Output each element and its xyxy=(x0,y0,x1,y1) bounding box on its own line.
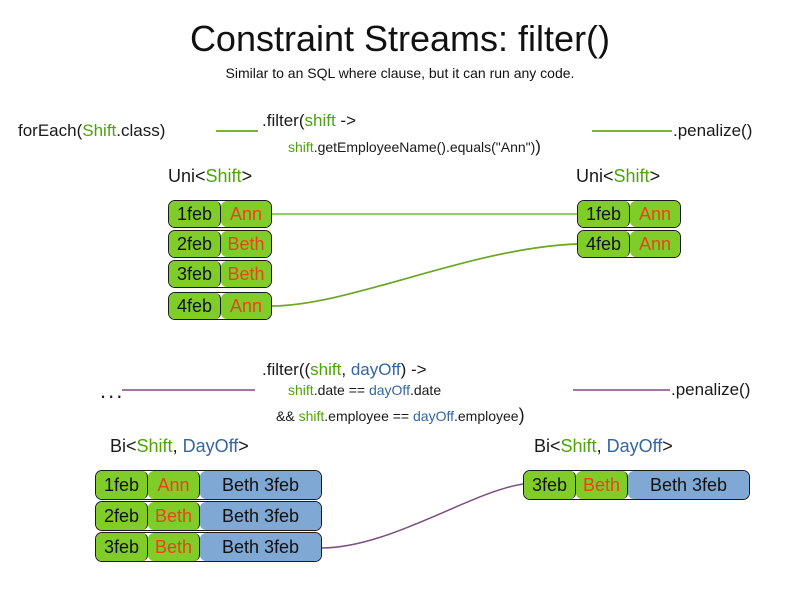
uni-input-stream-type: Uni<Shift> xyxy=(168,166,252,187)
uni-connector-4feb xyxy=(270,243,578,307)
uni-output-type-prefix: Uni< xyxy=(576,166,614,186)
bi-filter-l2-shift: shift xyxy=(288,382,314,398)
bi-filter-close-paren: ) xyxy=(518,405,525,425)
bi-input-stream-type: Bi<Shift, DayOff> xyxy=(110,436,249,457)
bi-output-type-generic1: Shift xyxy=(560,436,597,456)
dayoff-cell: Beth 3feb xyxy=(200,502,321,530)
shift-date-cell: 4feb xyxy=(169,293,221,319)
bi-filter-param-sep: , xyxy=(341,360,351,379)
table-row[interactable]: 2feb Beth xyxy=(168,230,272,258)
foreach-type: Shift xyxy=(82,121,117,140)
bi-filter-l3-dayoff: dayOff xyxy=(413,408,454,424)
page-subtitle: Similar to an SQL where clause, but it c… xyxy=(225,65,575,81)
page-title: Constraint Streams: filter() xyxy=(189,18,611,59)
dayoff-cell: Beth 3feb xyxy=(200,533,321,561)
uni-input-type-suffix: > xyxy=(241,166,253,186)
bi-output-type-prefix: Bi< xyxy=(534,436,561,456)
bi-filter-arrow: ) -> xyxy=(400,360,427,379)
bi-filter-code-line1: .filter((shift, dayOff) -> xyxy=(262,359,427,380)
shift-name-cell: Beth xyxy=(221,231,271,257)
uni-output-type-suffix: > xyxy=(649,166,661,186)
table-row[interactable]: 1feb Ann xyxy=(168,200,272,228)
shift-date-cell: 1feb xyxy=(169,201,221,227)
bi-output-type-suffix: > xyxy=(662,436,673,456)
bi-filter-code-line3: && shift.employee == dayOff.employee) xyxy=(276,404,525,427)
bi-output-type-sep: , xyxy=(596,436,607,456)
uni-output-type-generic: Shift xyxy=(613,166,650,186)
bi-connector-3feb xyxy=(320,483,524,549)
table-row[interactable]: 3feb Beth xyxy=(168,260,272,288)
uni-filter-body-rest: .getEmployeeName().equals("Ann") xyxy=(313,139,536,155)
uni-filter-code-line2: shift.getEmployeeName().equals("Ann")) xyxy=(288,136,541,157)
bi-output-type-generic2: DayOff xyxy=(606,436,663,456)
bi-output-stream-type: Bi<Shift, DayOff> xyxy=(534,436,673,457)
bi-filter-param-dayoff: dayOff xyxy=(350,360,401,379)
bi-penalize-label: .penalize() xyxy=(671,380,751,399)
uni-penalize-label: .penalize() xyxy=(673,121,753,140)
bi-filter-param-shift: shift xyxy=(310,360,342,379)
shift-date-cell: 2feb xyxy=(96,502,148,530)
table-row[interactable]: 4feb Ann xyxy=(577,230,681,258)
shift-name-cell: Ann xyxy=(148,471,200,499)
shift-name-cell: Beth xyxy=(148,533,200,561)
shift-date-cell: 1feb xyxy=(96,471,148,499)
shift-name-cell: Ann xyxy=(221,201,271,227)
uni-filter-param: shift xyxy=(304,111,336,130)
shift-name-cell: Ann xyxy=(221,293,271,319)
shift-name-cell: Ann xyxy=(630,201,680,227)
bi-filter-l2-dayoff: dayOff xyxy=(368,382,410,398)
bi-filter-code-line2: shift.date == dayOff.date xyxy=(288,382,441,400)
shift-date-cell: 3feb xyxy=(169,261,221,287)
bi-filter-l2-text2: .date xyxy=(409,382,442,398)
table-row[interactable]: 2feb Beth Beth 3feb xyxy=(95,501,322,531)
table-row[interactable]: 4feb Ann xyxy=(168,292,272,320)
table-row[interactable]: 3feb Beth Beth 3feb xyxy=(523,470,750,500)
bi-filter-l3-text2: .employee xyxy=(454,408,519,424)
bi-filter-l3-text1: .employee == xyxy=(324,408,413,424)
bi-input-type-generic1: Shift xyxy=(136,436,173,456)
shift-name-cell: Beth xyxy=(221,261,271,287)
uni-filter-code-line1: .filter(shift -> xyxy=(262,110,356,131)
foreach-prefix: forEach( xyxy=(18,121,83,140)
shift-name-cell: Beth xyxy=(148,502,200,530)
shift-date-cell: 3feb xyxy=(524,471,576,499)
uni-filter-arrow: -> xyxy=(335,111,356,130)
bi-filter-l3-and: && xyxy=(276,408,299,424)
bi-input-type-generic2: DayOff xyxy=(182,436,239,456)
table-row[interactable]: 1feb Ann Beth 3feb xyxy=(95,470,322,500)
foreach-suffix: .class) xyxy=(116,121,166,140)
dayoff-cell: Beth 3feb xyxy=(628,471,749,499)
bi-input-type-prefix: Bi< xyxy=(110,436,137,456)
dayoff-cell: Beth 3feb xyxy=(200,471,321,499)
uni-filter-close-paren: ) xyxy=(535,137,541,156)
uni-output-stream-type: Uni<Shift> xyxy=(576,166,660,187)
bi-filter-l2-text1: .date == xyxy=(313,382,369,398)
uni-filter-open: .filter( xyxy=(262,111,305,130)
foreach-source-label: forEach(Shift.class) xyxy=(18,120,165,141)
bi-source-label: ... xyxy=(100,378,125,403)
table-row[interactable]: 1feb Ann xyxy=(577,200,681,228)
shift-date-cell: 4feb xyxy=(578,231,630,257)
bi-filter-l3-shift: shift xyxy=(298,408,325,424)
bi-filter-open: .filter(( xyxy=(262,360,311,379)
shift-name-cell: Ann xyxy=(630,231,680,257)
bi-input-type-suffix: > xyxy=(238,436,249,456)
shift-name-cell: Beth xyxy=(576,471,628,499)
shift-date-cell: 2feb xyxy=(169,231,221,257)
bi-input-type-sep: , xyxy=(172,436,183,456)
uni-input-type-generic: Shift xyxy=(205,166,242,186)
uni-filter-body-var: shift xyxy=(288,139,314,155)
uni-input-type-prefix: Uni< xyxy=(168,166,206,186)
shift-date-cell: 3feb xyxy=(96,533,148,561)
shift-date-cell: 1feb xyxy=(578,201,630,227)
table-row[interactable]: 3feb Beth Beth 3feb xyxy=(95,532,322,562)
